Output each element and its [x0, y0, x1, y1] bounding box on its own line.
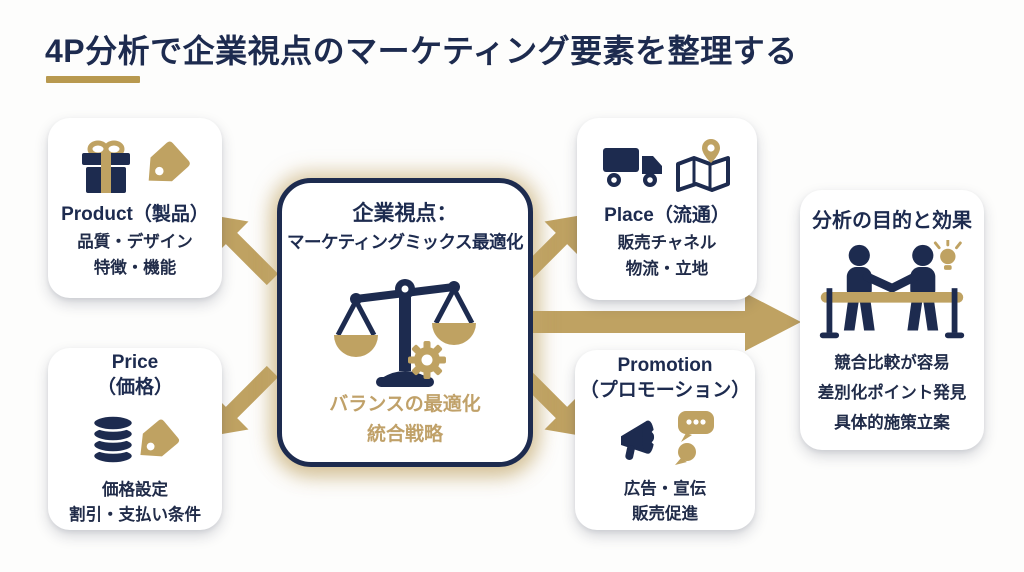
center-card: 企業視点： マーケティングミックス最適化 [277, 178, 533, 467]
promotion-title: Promotion [617, 354, 713, 376]
promotion-line: 販売促進 [632, 504, 698, 523]
place-card: Place（流通） 販売チャネル 物流・立地 [577, 118, 757, 300]
page-title: 4P分析で企業視点のマーケティング要素を整理する [45, 33, 798, 69]
title-underline [46, 76, 140, 83]
price-line: 割引・支払い条件 [69, 505, 201, 524]
megaphone-icon [621, 420, 657, 460]
coins-icon [91, 413, 135, 465]
outcome-line: 差別化ポイント発見 [817, 384, 967, 403]
price-tag-icon [148, 141, 190, 182]
place-title: Place（流通） [604, 204, 730, 226]
lightbulb-icon [933, 240, 962, 271]
place-icon-row [601, 138, 733, 196]
outcome-title: 分析の目的と効果 [812, 210, 972, 233]
promotion-title-sub: （プロモーション） [579, 380, 751, 402]
gear-icon [408, 340, 446, 379]
handshake-competition-icon [819, 240, 965, 339]
outcome-line: 具体的施策立案 [834, 413, 950, 432]
truck-icon [603, 147, 662, 187]
arrow-to-outcome-icon [533, 293, 801, 351]
arrow-to-product-icon [207, 214, 279, 286]
price-title-sub: （価格） [96, 377, 173, 399]
product-card: Product（製品） 品質・デザイン 特徴・機能 [48, 118, 222, 298]
place-line: 物流・立地 [625, 259, 709, 278]
center-caption: 統合戦略 [366, 423, 443, 445]
balance-scale-gear-icon [334, 278, 476, 387]
center-subtitle: マーケティングミックス最適化 [286, 231, 524, 252]
promotion-line: 広告・宣伝 [623, 479, 707, 498]
place-line: 販売チャネル [617, 233, 717, 252]
arrow-to-price-icon [207, 365, 279, 437]
map-pin-icon [676, 138, 730, 192]
product-line: 特徴・機能 [93, 258, 177, 277]
promotion-icon-row [614, 409, 716, 467]
price-card: Price （価格） 価格設定 割引・支払い条件 [48, 348, 222, 530]
product-title: Product（製品） [61, 203, 209, 225]
gift-icon [82, 140, 130, 193]
price-tag-icon [140, 419, 180, 457]
promotion-card: Promotion （プロモーション） 広告・宣伝 販売促進 [575, 350, 755, 530]
product-icon-row [78, 137, 192, 195]
outcome-line: 競合比較が容易 [834, 354, 950, 373]
center-title: 企業視点： [352, 201, 458, 225]
product-line: 品質・デザイン [77, 232, 193, 251]
price-icon-row [89, 407, 181, 467]
speech-bubbles-icon [675, 410, 714, 465]
outcome-card: 分析の目的と効果 競合比較が容易 差別化ポイント発見 具体的施策 [800, 190, 984, 450]
price-line: 価格設定 [102, 480, 168, 499]
center-caption: バランスの最適化 [329, 393, 481, 415]
price-title: Price [111, 351, 159, 373]
